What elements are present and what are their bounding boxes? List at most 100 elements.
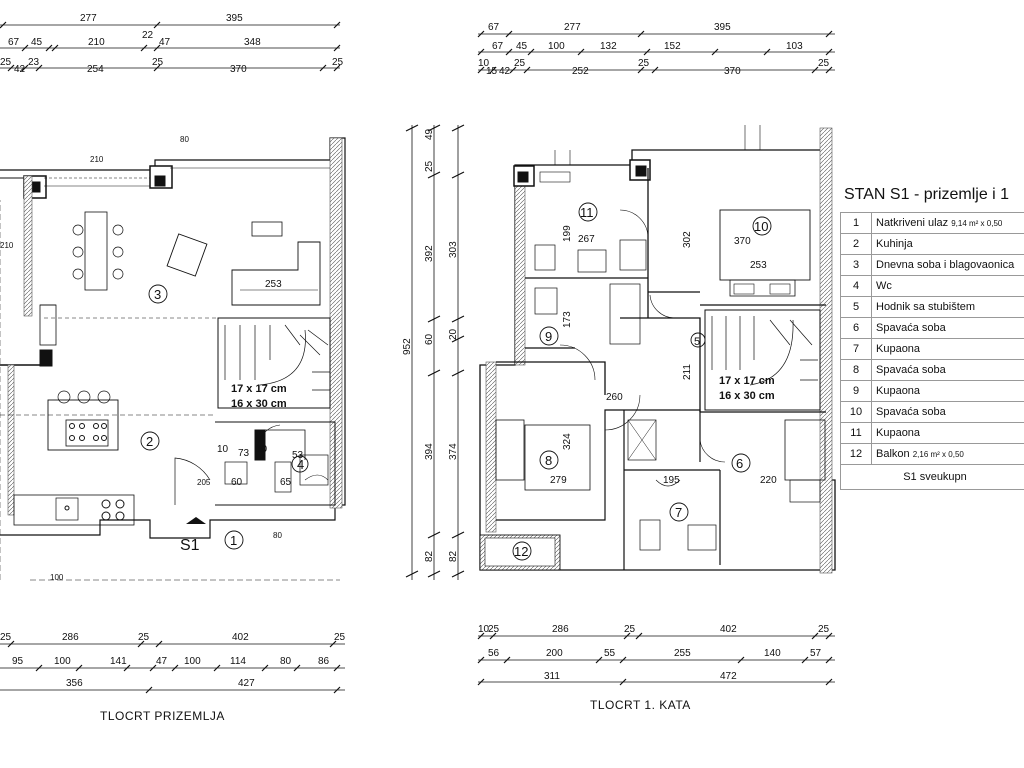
dim-label: 200 xyxy=(546,648,563,659)
dim-label: 173 xyxy=(562,311,573,328)
dim-label: 67 xyxy=(8,37,20,48)
ground-bottom-dim-labels: 25 286 25 402 25 95 100 141 47 100 114 8… xyxy=(0,632,346,723)
dim-label: 25 xyxy=(138,632,150,643)
first-left-dim-labels: 49 25 392 952 60 394 82 82 303 20 374 xyxy=(402,128,459,562)
dim-label: 80 xyxy=(180,135,189,144)
legend-room-number: 1 xyxy=(840,212,872,234)
dim-label: 103 xyxy=(786,41,803,52)
dim-label: 25 xyxy=(334,632,346,643)
first-bottom-dim-labels: 10 25 286 25 402 25 56 200 55 255 140 57… xyxy=(478,624,830,712)
room-number: 6 xyxy=(736,456,743,471)
dim-label: 255 xyxy=(674,648,691,659)
legend-room-name: Spavaća soba xyxy=(871,359,1024,381)
legend-row: 9 Kupaona xyxy=(840,380,1024,402)
ground-floor-plan xyxy=(0,137,346,581)
dim-label: 57 xyxy=(810,648,822,659)
dim-label: 402 xyxy=(720,624,737,635)
ground-floor-labels: 3 2 1 4 S1 253 73 60 65 53 10 10 80 210 … xyxy=(0,135,304,582)
dim-label: 25 xyxy=(0,57,12,68)
room-number: 5 xyxy=(694,336,700,348)
dim-label: 132 xyxy=(600,41,617,52)
dim-label: 25 xyxy=(818,624,830,635)
dim-label: 65 xyxy=(280,477,292,488)
legend-room-name: Kuhinja xyxy=(871,233,1024,255)
dim-label: 311 xyxy=(544,671,560,682)
legend-room-number: 6 xyxy=(840,317,872,339)
dim-label: 25 xyxy=(152,57,164,68)
dim-label: 56 xyxy=(488,648,500,659)
dim-label: 49 xyxy=(424,128,435,140)
dim-label: 277 xyxy=(564,22,581,33)
dim-label: 286 xyxy=(552,624,569,635)
dim-label: 20 xyxy=(448,328,459,340)
dim-label: 254 xyxy=(87,64,104,75)
ground-floor-caption: TLOCRT PRIZEMLJA xyxy=(100,709,225,723)
dim-label: 253 xyxy=(265,279,282,290)
legend-room-label: Wc xyxy=(876,280,892,292)
dim-label: 472 xyxy=(720,671,737,682)
stair-spec: 17 x 17 cm xyxy=(719,375,775,387)
dim-label: 370 xyxy=(230,64,247,75)
ground-bottom-dimensions xyxy=(0,640,345,694)
dim-label: 277 xyxy=(80,13,97,24)
legend-room-label: Spavaća soba xyxy=(876,364,946,376)
legend-room-number: 10 xyxy=(840,401,872,423)
dim-label: 10 xyxy=(478,624,490,635)
dim-label: 42 xyxy=(14,64,26,75)
dim-label: 60 xyxy=(424,333,435,345)
dim-label: 100 xyxy=(54,656,71,667)
legend-room-number: 9 xyxy=(840,380,872,402)
dim-label: 10 xyxy=(217,444,229,455)
dim-label: 86 xyxy=(318,656,330,667)
entrance-label: S1 xyxy=(180,537,200,554)
dim-label: 141 xyxy=(110,656,127,667)
dim-label: 25 xyxy=(488,624,500,635)
dim-label: 82 xyxy=(424,550,435,562)
dim-label: 427 xyxy=(238,678,255,689)
dim-label: 25 xyxy=(0,632,12,643)
dim-label: 55 xyxy=(604,648,616,659)
legend-room-name: Kupaona xyxy=(871,422,1024,444)
first-top-dimensions xyxy=(477,30,835,74)
legend-room-label: Spavaća soba xyxy=(876,322,946,334)
dim-label: 10 xyxy=(478,58,490,69)
dim-label: 95 xyxy=(12,656,24,667)
dim-label: 45 xyxy=(31,37,43,48)
dim-label: 100 xyxy=(184,656,201,667)
dim-label: 10 xyxy=(256,444,268,455)
dim-label: 47 xyxy=(156,656,168,667)
dim-label: 82 xyxy=(448,550,459,562)
dim-label: 279 xyxy=(550,475,567,486)
legend-room-number: 8 xyxy=(840,359,872,381)
dim-label: 152 xyxy=(664,41,681,52)
dim-label: 47 xyxy=(159,37,171,48)
legend-room-label: Kupaona xyxy=(876,385,921,397)
dim-label: 394 xyxy=(424,443,435,460)
dim-label: 286 xyxy=(62,632,79,643)
first-floor-plan xyxy=(479,125,836,574)
legend-room-area-note: 9,14 m² x 0,50 xyxy=(951,219,1003,228)
legend-title: STAN S1 - prizemlje i 1 xyxy=(844,186,1010,203)
dim-label: 392 xyxy=(424,245,435,262)
legend-room-name: Hodnik sa stubištem xyxy=(871,296,1024,318)
dim-label: 195 xyxy=(663,475,680,486)
first-bottom-dimensions xyxy=(477,632,835,686)
stair-spec: 17 x 17 cm xyxy=(231,383,287,395)
first-floor-labels: 5 6 7 8 9 10 11 12 267 370 253 199 302 1… xyxy=(514,205,777,559)
legend-room-label: Spavaća soba xyxy=(876,406,946,418)
legend-room-number: 11 xyxy=(840,422,872,444)
legend-room-name: Balkon 2,16 m² x 0,50 xyxy=(871,443,1024,465)
dim-label: 100 xyxy=(548,41,565,52)
dim-label: 302 xyxy=(682,231,693,248)
first-top-dim-labels: 67 277 395 67 45 100 132 152 103 10 15 4… xyxy=(478,22,830,77)
dim-label: 395 xyxy=(226,13,243,24)
legend-room-label: Kupaona xyxy=(876,343,921,355)
dim-label: 374 xyxy=(448,443,459,460)
